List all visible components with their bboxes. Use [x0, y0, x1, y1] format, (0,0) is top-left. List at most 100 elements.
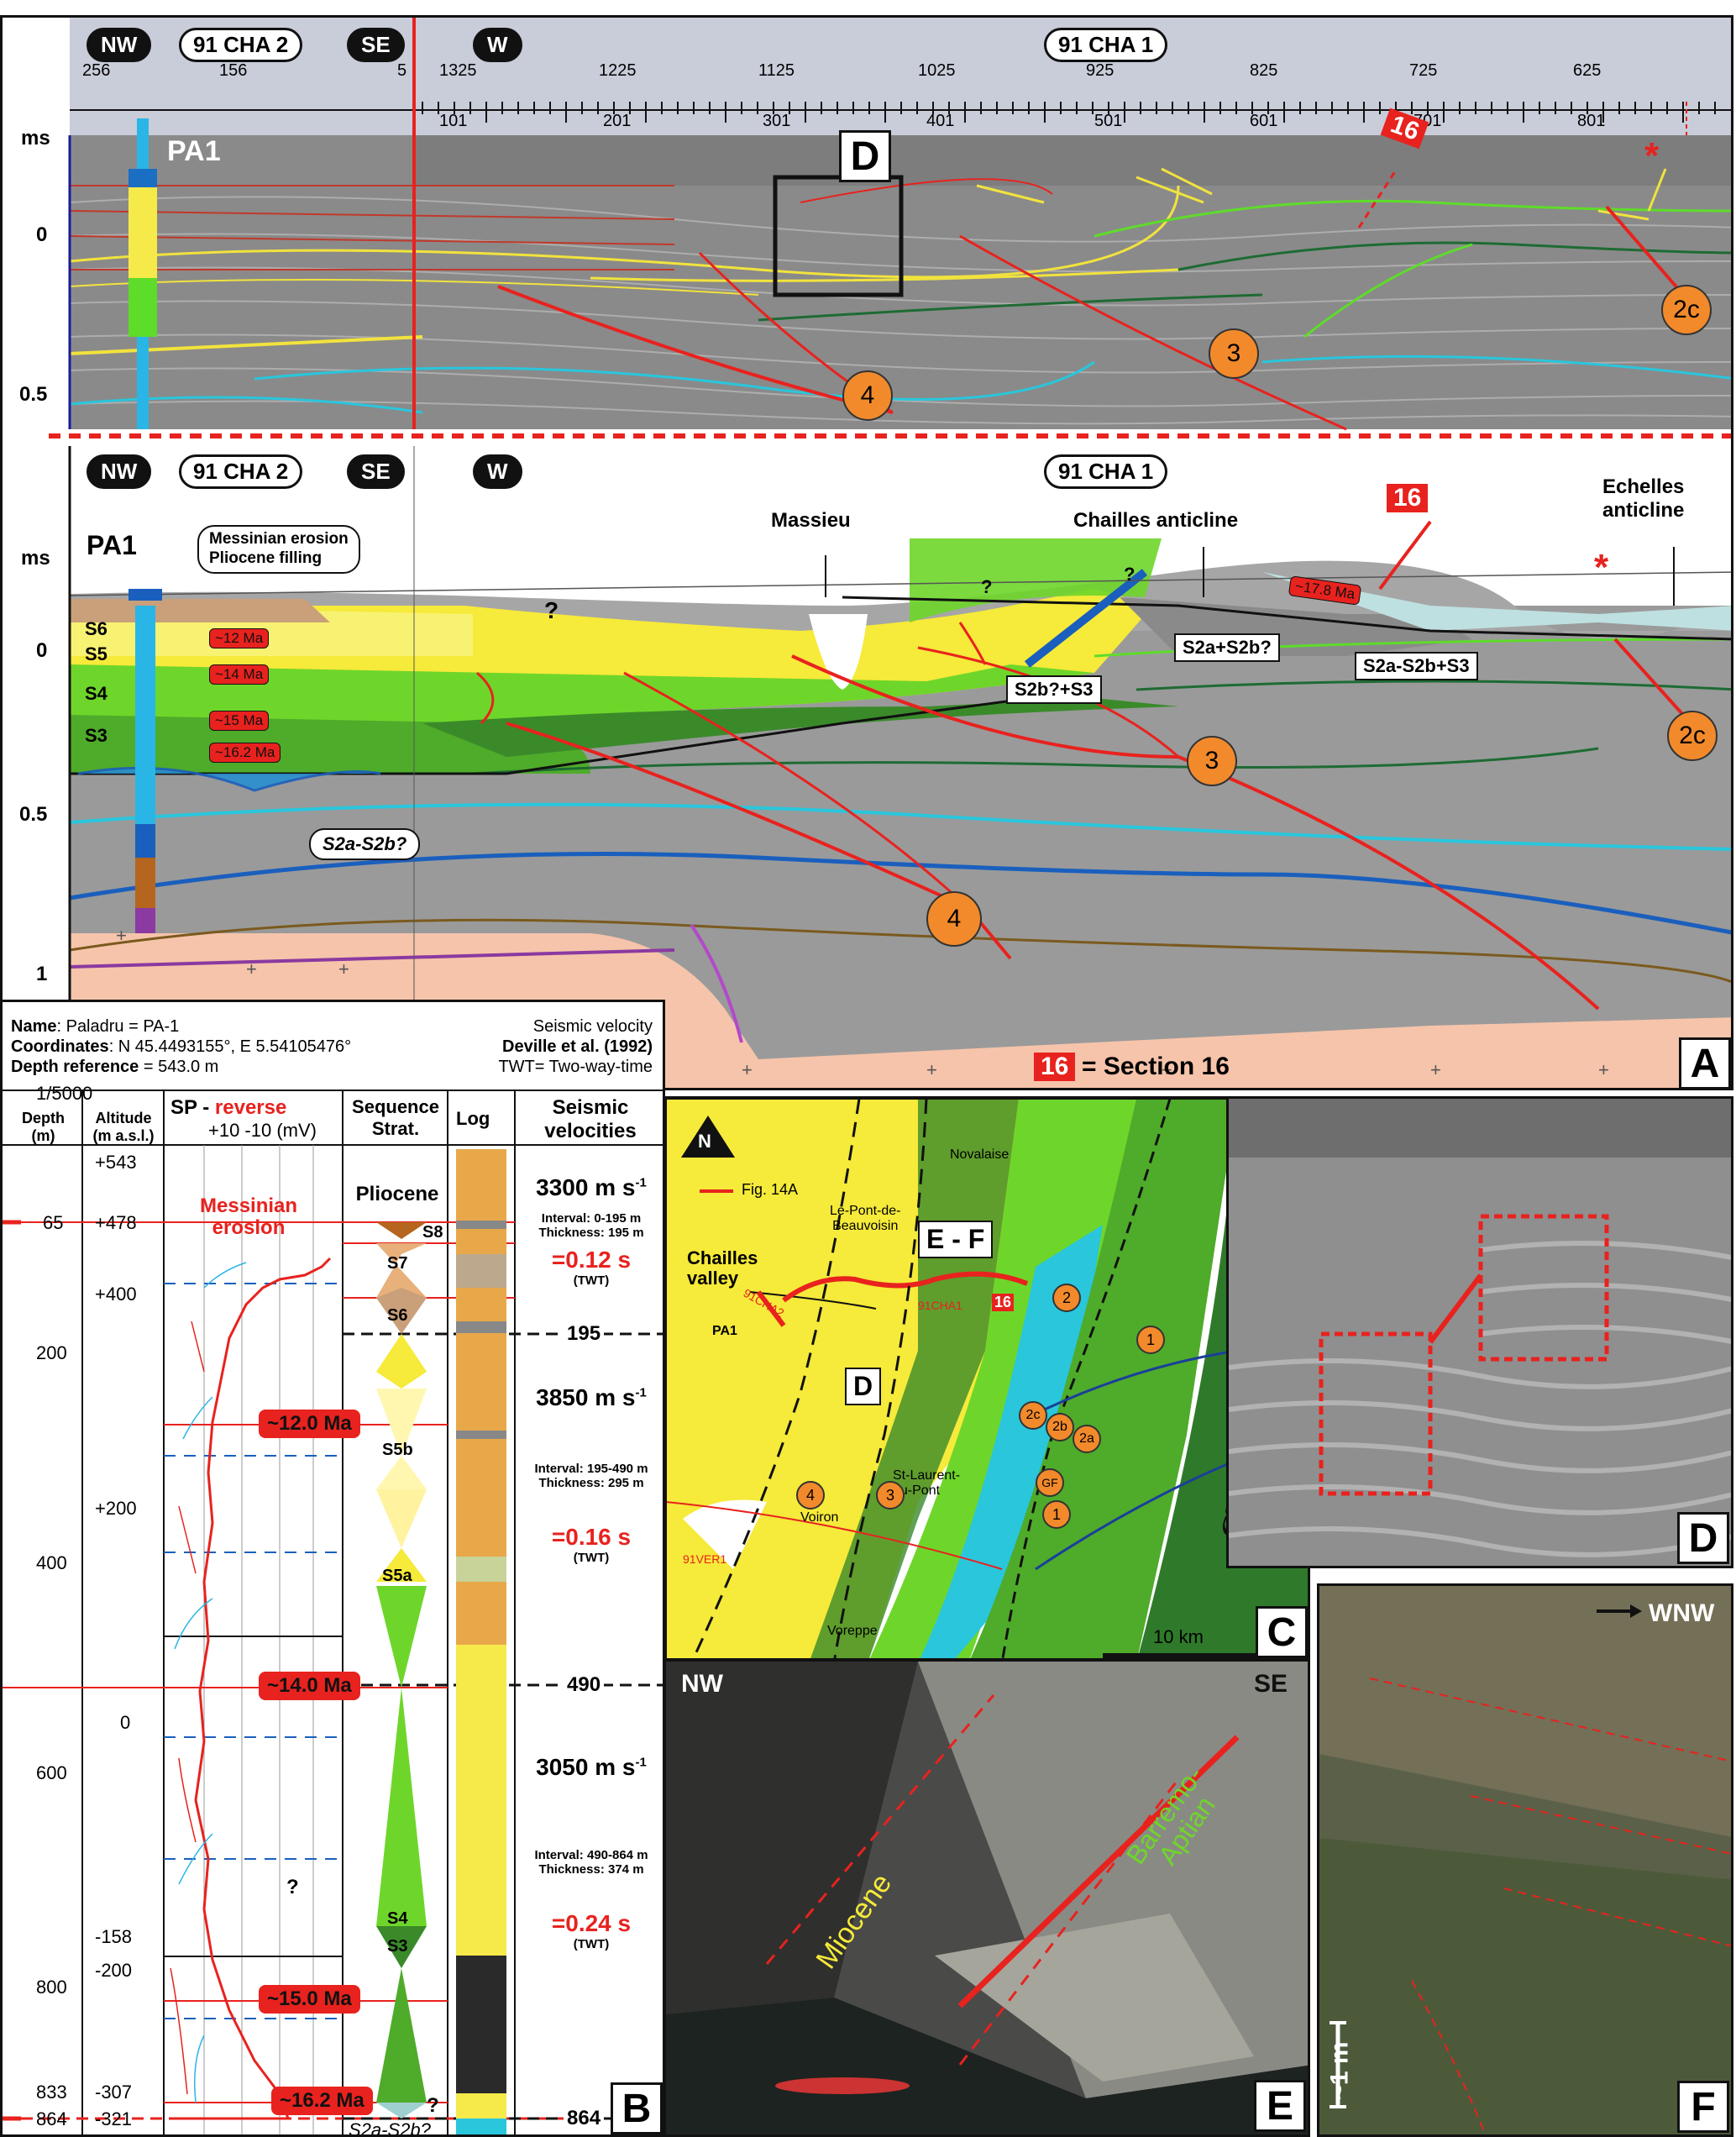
- top-tick-925: 925: [1086, 61, 1115, 80]
- b-col-sp: SP - reverse: [170, 1096, 287, 1119]
- top-tick-156: 156: [219, 61, 248, 80]
- b-vel-1: 3300 m s-1 Interval: 0-195 m Thickness: …: [536, 1174, 647, 1288]
- top-box-d: D: [839, 130, 891, 182]
- top-nw-label: NW: [87, 28, 152, 62]
- top-tick-1325: 1325: [439, 61, 477, 80]
- top-well-pa1: PA1: [167, 135, 221, 167]
- map-north: N: [698, 1131, 711, 1152]
- b-vel-3: 3050 m s-1 Interval: 490-864 m Thickness…: [534, 1754, 648, 1951]
- map-section-16: 16: [992, 1294, 1015, 1311]
- bottom-tick-601: 601: [1250, 112, 1278, 130]
- seq-s3: S3: [85, 725, 108, 746]
- map-circle-1b: 1: [1042, 1500, 1071, 1529]
- box-s2b-s3: S2b?+S3: [1006, 675, 1102, 704]
- bottom-section-16: 16: [1387, 484, 1429, 512]
- b-alt-543: +543: [95, 1152, 137, 1173]
- b-s2: S2a-S2b?: [349, 2119, 431, 2137]
- map-line-91ver1: 91VER1: [683, 1552, 727, 1566]
- b-sv-ref: Deville et al. (1992): [502, 1037, 653, 1056]
- bottom-tick-201: 201: [603, 112, 632, 130]
- top-line-91cha2: 91 CHA 2: [179, 28, 303, 62]
- qmark-2: ?: [981, 576, 993, 597]
- b-depth-400: 400: [36, 1552, 67, 1573]
- map-box-d: D: [845, 1368, 882, 1405]
- b-depth-864: 864: [36, 2108, 67, 2129]
- b-col-depth: Depth (m): [22, 1110, 65, 1144]
- top-tick-5: 5: [397, 61, 407, 80]
- b-depth-65: 65: [43, 1212, 64, 1233]
- seq-s5: S5: [85, 643, 108, 664]
- map-place-chailles: Chailles valley: [687, 1247, 758, 1289]
- svg-text:+: +: [246, 958, 257, 979]
- top-line-91cha1: 91 CHA 1: [1044, 28, 1168, 62]
- b-alt-158: -158: [95, 1926, 133, 1947]
- bottom-fault-2c: 2c: [1667, 711, 1718, 761]
- b-sv-title: Seismic velocity: [532, 1017, 653, 1036]
- bottom-tick-801: 801: [1577, 112, 1606, 130]
- photo-e-nw: NW: [681, 1670, 723, 1698]
- box-s2a-s2b-s3: S2a-S2b+S3: [1355, 652, 1478, 680]
- b-depth-ref: Depth reference = 543.0 m: [11, 1058, 219, 1076]
- photo-e-drawing: [666, 1662, 1308, 2134]
- b-boundary-490: 490: [564, 1673, 605, 1697]
- bottom-tick-401: 401: [926, 112, 955, 130]
- b-vel-2: 3850 m s-1 Interval: 195-490 m Thickness…: [534, 1384, 648, 1565]
- b-col-altitude: Altitude (m a.s.l.): [92, 1110, 155, 1144]
- map-circle-2a: 2a: [1073, 1425, 1101, 1453]
- b-alt-minus200: -200: [95, 1960, 133, 1981]
- legend-line-icon: [700, 1189, 733, 1193]
- top-w-label: W: [473, 28, 522, 62]
- b-boundary-864: 864: [564, 2107, 605, 2130]
- seq-s6: S6: [85, 618, 108, 639]
- b-alt-0: 0: [120, 1712, 131, 1733]
- bottom-star: *: [1594, 547, 1609, 588]
- b-depth-800: 800: [36, 1977, 67, 1998]
- panel-c-letter: C: [1256, 1606, 1308, 1658]
- photo-e-se: SE: [1254, 1670, 1288, 1698]
- callout-s2a-s2b: S2a-S2b?: [309, 828, 421, 860]
- panel-f: WNW ~1 m F: [1317, 1583, 1733, 2137]
- bottom-se-label: SE: [347, 454, 405, 489]
- panel-d-letter: D: [1677, 1512, 1729, 1564]
- label-massieu: Massieu: [771, 509, 851, 532]
- label-echelles-anticline: Echelles anticline: [1602, 475, 1685, 522]
- map-circle-4: 4: [796, 1481, 825, 1510]
- b-age-16-2: ~16.2 Ma: [271, 2087, 373, 2115]
- bottom-tick-301: 301: [763, 112, 791, 130]
- bottom-axis-0: 0: [36, 639, 48, 662]
- b-alt-321: -321: [95, 2108, 133, 2129]
- b-seq-s4: S4: [387, 1909, 408, 1928]
- svg-text:+: +: [338, 958, 349, 979]
- b-col-log: Log: [456, 1108, 490, 1129]
- map-circle-2b: 2b: [1046, 1413, 1074, 1441]
- bottom-w-label: W: [473, 454, 522, 489]
- b-seq-s3: S3: [387, 1937, 408, 1956]
- qmark-3: ?: [1124, 564, 1135, 585]
- panel-a: +++ +++ ++ NW 91 CHA 2 SE W 91 CHA 1 256…: [0, 15, 1733, 1090]
- age-16-2: ~16.2 Ma: [209, 743, 281, 763]
- map-place-voiron: Voiron: [800, 1510, 839, 1525]
- top-fault-2c: 2c: [1661, 285, 1712, 335]
- top-star: *: [1644, 135, 1660, 176]
- b-depth-600: 600: [36, 1762, 67, 1783]
- top-tick-1125: 1125: [758, 61, 795, 80]
- panel-b-letter: B: [611, 2082, 663, 2134]
- panel-c: N Fig. 14A Novalaise Le-Pont-de- Beauvoi…: [663, 1096, 1310, 1661]
- b-seq-s5b: S5b: [382, 1441, 413, 1459]
- age-14: ~14 Ma: [209, 664, 270, 685]
- map-circle-2: 2: [1052, 1284, 1081, 1312]
- top-tick-256: 256: [82, 61, 111, 80]
- b-seq-s7: S7: [387, 1254, 408, 1273]
- label-chailles-anticline: Chailles anticline: [1073, 509, 1239, 532]
- panel-f-letter: F: [1677, 2081, 1729, 2133]
- panel-b: Name: Paladru = PA-1 Coordinates: N 45.4…: [0, 1000, 665, 2137]
- bottom-tick-501: 501: [1094, 112, 1123, 130]
- top-axis-0: 0: [36, 223, 48, 246]
- b-col-seq: Sequence Strat.: [352, 1096, 439, 1139]
- map-scale: 10 km: [1153, 1626, 1204, 1647]
- b-alt-307: -307: [95, 2082, 133, 2103]
- legend-section-16-text: = Section 16: [1082, 1053, 1230, 1080]
- bottom-well-pa1: PA1: [87, 530, 137, 560]
- map-box-ef: E - F: [918, 1221, 994, 1258]
- b-alt-478: +478: [95, 1212, 137, 1233]
